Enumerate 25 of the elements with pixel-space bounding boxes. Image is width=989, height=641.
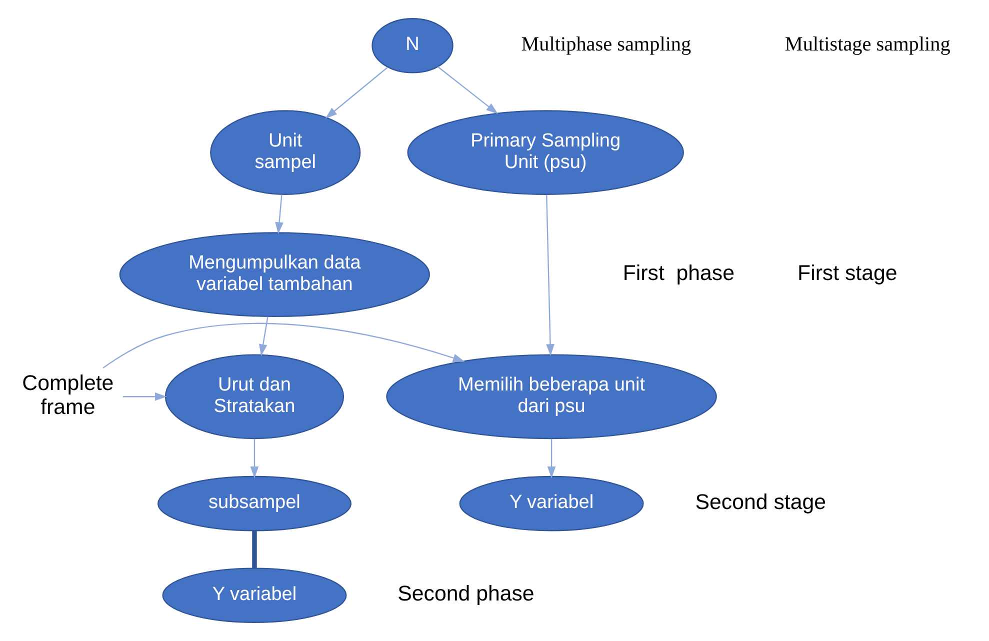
- node-ellipse: Primary Sampling Unit (psu): [407, 110, 684, 195]
- node-ellipse: Y variabel: [162, 568, 347, 623]
- arrow: [325, 66, 388, 119]
- arrow: [122, 392, 167, 401]
- arrow: [546, 194, 554, 356]
- label: Second phase: [398, 582, 534, 606]
- arrow: [275, 194, 284, 234]
- label: Multistage sampling: [784, 34, 950, 56]
- node-ellipse: Urut dan Stratakan: [164, 354, 344, 440]
- arrow: [102, 322, 465, 368]
- node-ellipse: Unit sampel: [210, 110, 361, 195]
- arrow: [547, 438, 556, 478]
- label: Second stage: [695, 490, 826, 514]
- node-ellipse: Mengumpulkan data variabel tambahan: [119, 232, 430, 318]
- node-ellipse: Y variabel: [459, 476, 644, 532]
- arrow: [438, 66, 498, 114]
- label: First phase: [622, 260, 735, 285]
- arrow: [259, 316, 268, 356]
- node-ellipse: subsampel: [157, 476, 352, 532]
- label: Multiphase sampling: [521, 34, 692, 56]
- connector: [252, 530, 257, 568]
- arrow: [250, 438, 259, 478]
- label: First stage: [798, 260, 898, 285]
- node-ellipse: N: [372, 18, 454, 74]
- node-text: Complete frame: [22, 370, 114, 419]
